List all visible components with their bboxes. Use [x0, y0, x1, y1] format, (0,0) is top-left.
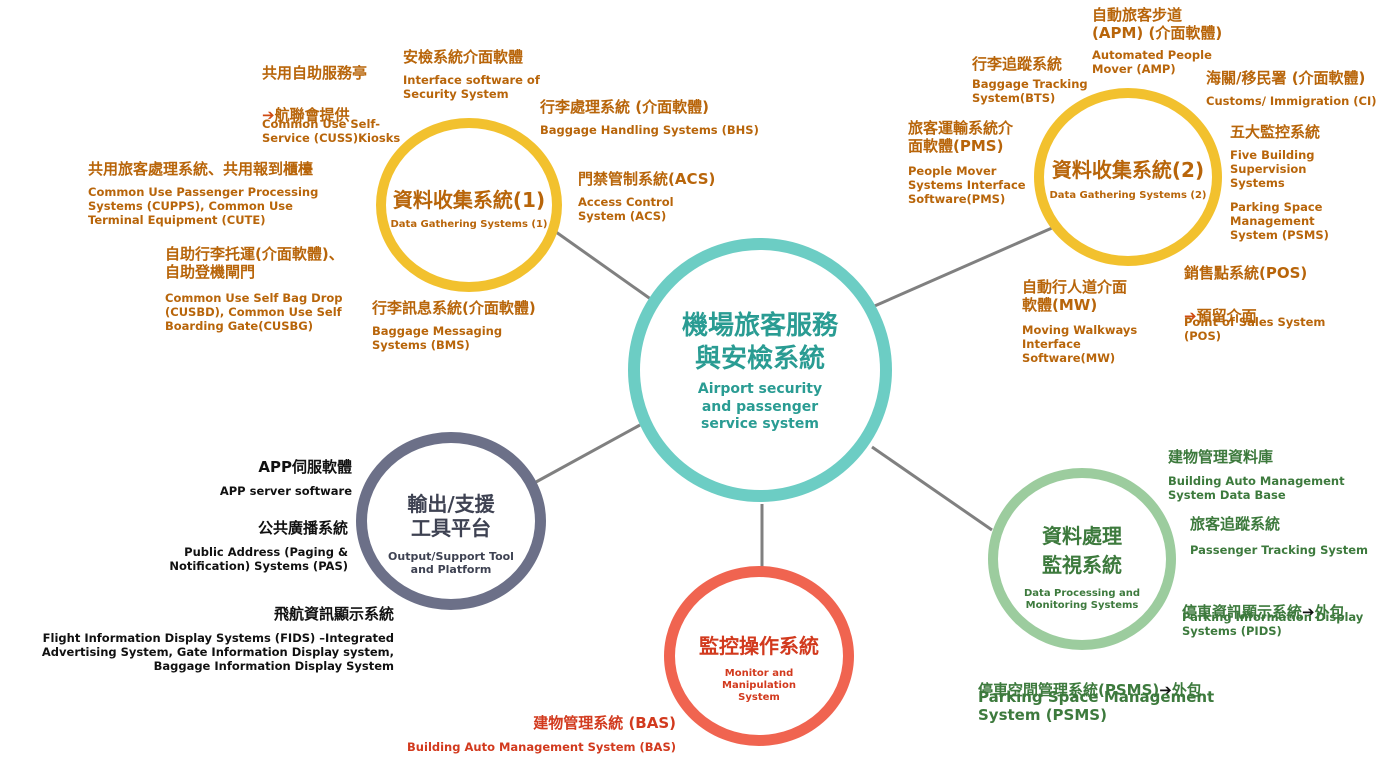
pts-label-en: Passenger Tracking System	[1190, 543, 1369, 557]
link-dg2	[869, 226, 1053, 310]
bhs-label-en: Baggage Handling Systems (BHS)	[540, 123, 759, 137]
arrow-icon: ➔	[1159, 681, 1172, 700]
arrow-icon: ➔	[1184, 307, 1197, 326]
cusbd-label-zh: 自助行李托運(介面軟體)、 自助登機閘門	[165, 245, 344, 282]
customs-label-zh: 海關/移民署 (介面軟體)	[1206, 69, 1366, 87]
pids-note: 外包	[1314, 603, 1345, 622]
bas-db-label-en: Building Auto Management System Data Bas…	[1168, 474, 1345, 503]
output-support-circle[interactable]	[356, 432, 546, 610]
psms-title: 停車空間管理系統(PSMS)	[978, 681, 1160, 700]
acs-label-en: Access Control System (ACS)	[578, 195, 674, 224]
hub-label: 機場旅客服務 與安檢系統 Airport security and passen…	[628, 310, 892, 434]
output-support-subtitle: Output/Support Tool and Platform	[388, 550, 514, 577]
cupps-label-zh: 共用旅客處理系統、共用報到櫃檯	[88, 160, 314, 178]
link-dg1	[555, 230, 653, 302]
psms-label-en: Parking Space Management System (PSMS)	[978, 688, 1215, 725]
security-label-zh: 安檢系統介面軟體	[403, 48, 524, 66]
hub-title-zh-2: 與安檢系統	[694, 343, 825, 374]
pids-label-en: Parking Information Display Systems (PID…	[1182, 610, 1364, 639]
app-label-zh: APP伺服軟體	[258, 458, 352, 476]
mw-label-zh: 自動行人道介面 軟體(MW)	[1022, 278, 1128, 315]
output-support-title: 輸出/支援 工具平台	[407, 492, 495, 541]
pms-label-zh: 旅客運輸系統介 面軟體(PMS)	[908, 119, 1014, 156]
monitor-title: 監控操作系統	[699, 634, 819, 658]
acs-label-zh: 門禁管制系統(ACS)	[578, 170, 716, 188]
data-gathering-1-circle[interactable]	[376, 118, 562, 292]
monitor-subtitle: Monitor and Manipulation System	[722, 668, 796, 704]
app-label-en: APP server software	[219, 484, 352, 498]
monitor-circle[interactable]	[664, 566, 854, 746]
cuss-label-en: Common Use Self- Service (CUSS)Kiosks	[262, 117, 401, 146]
data-gathering-2-title: 資料收集系統(2)	[1051, 158, 1205, 182]
bas-db-label-zh: 建物管理資料庫	[1168, 448, 1274, 466]
pos-label-zh-2: ➔預留介面	[1184, 289, 1257, 326]
data-gathering-1-subtitle: Data Gathering Systems (1)	[390, 219, 548, 230]
psms-note: 外包	[1171, 681, 1202, 700]
hub-title-zh-1: 機場旅客服務	[681, 311, 838, 341]
psms-label-zh: 停車空間管理系統(PSMS)➔外包	[978, 663, 1202, 700]
bas-label-en: Building Auto Management System (BAS)	[407, 740, 676, 754]
cusbd-label-en: Common Use Self Bag Drop (CUSBD), Common…	[165, 291, 343, 334]
pos-label-en: Point of Sales System (POS)	[1184, 315, 1326, 344]
link-output	[535, 423, 641, 484]
cupps-label-en: Common Use Passenger Processing Systems …	[88, 185, 319, 228]
bhs-label-zh: 行李處理系統 (介面軟體)	[540, 98, 709, 116]
data-processing-subtitle: Data Processing and Monitoring Systems	[1023, 588, 1140, 612]
bms-label-zh: 行李訊息系統(介面軟體)	[372, 299, 536, 317]
pids-label-zh: 停車資訊顯示系統➔外包	[1182, 585, 1345, 622]
data-gathering-1-title: 資料收集系統(1)	[392, 188, 546, 212]
data-gathering-2-circle[interactable]	[1034, 88, 1222, 266]
bms-label-en: Baggage Messaging Systems (BMS)	[372, 324, 503, 353]
data-processing-title: 資料處理 監視系統	[1042, 524, 1122, 577]
arrow-icon: ➔	[1302, 603, 1315, 622]
arrow-icon: ➔	[262, 106, 275, 125]
pids-title: 停車資訊顯示系統	[1182, 603, 1303, 622]
pms-label-en: People Mover Systems Interface Software(…	[908, 164, 1026, 207]
hub-title-en: Airport security and passenger service s…	[697, 381, 823, 432]
cuss-label-zh-2: ➔航聯會提供	[262, 88, 350, 125]
fids-label-en: Flight Information Display Systems (FIDS…	[41, 631, 394, 674]
five-systems-label-zh: 五大監控系統	[1230, 123, 1321, 141]
bts-label-zh: 行李追蹤系統	[972, 55, 1063, 73]
pos-label-zh: 銷售點系統(POS)	[1184, 264, 1308, 282]
customs-label-en: Customs/ Immigration (CI)	[1206, 94, 1377, 108]
parking-mgmt-label-en: Parking Space Management System (PSMS)	[1230, 200, 1329, 243]
pos-note: 預留介面	[1196, 307, 1257, 326]
security-label-en: Interface software of Security System	[403, 73, 540, 102]
link-dp	[871, 445, 993, 532]
data-processing-circle[interactable]	[988, 468, 1176, 650]
fids-label-zh: 飛航資訊顯示系統	[273, 605, 394, 623]
cuss-label-zh: 共用自助服務亭	[262, 64, 368, 82]
pts-label-zh: 旅客追蹤系統	[1190, 515, 1281, 533]
apm-label-zh: 自動旅客步道 (APM) (介面軟體)	[1092, 6, 1223, 43]
five-systems-label-en: Five Building Supervision Systems	[1230, 148, 1315, 191]
data-gathering-2-subtitle: Data Gathering Systems (2)	[1049, 190, 1207, 201]
mw-label-en: Moving Walkways Interface Software(MW)	[1022, 323, 1138, 366]
pa-label-zh: 公共廣播系統	[257, 519, 348, 537]
pa-label-en: Public Address (Paging & Notification) S…	[169, 545, 348, 574]
cuss-note: 航聯會提供	[274, 106, 350, 125]
bas-label-zh: 建物管理系統 (BAS)	[533, 714, 676, 732]
apm-label-en: Automated People Mover (AMP)	[1092, 48, 1212, 77]
bts-label-en: Baggage Tracking System(BTS)	[972, 77, 1088, 106]
